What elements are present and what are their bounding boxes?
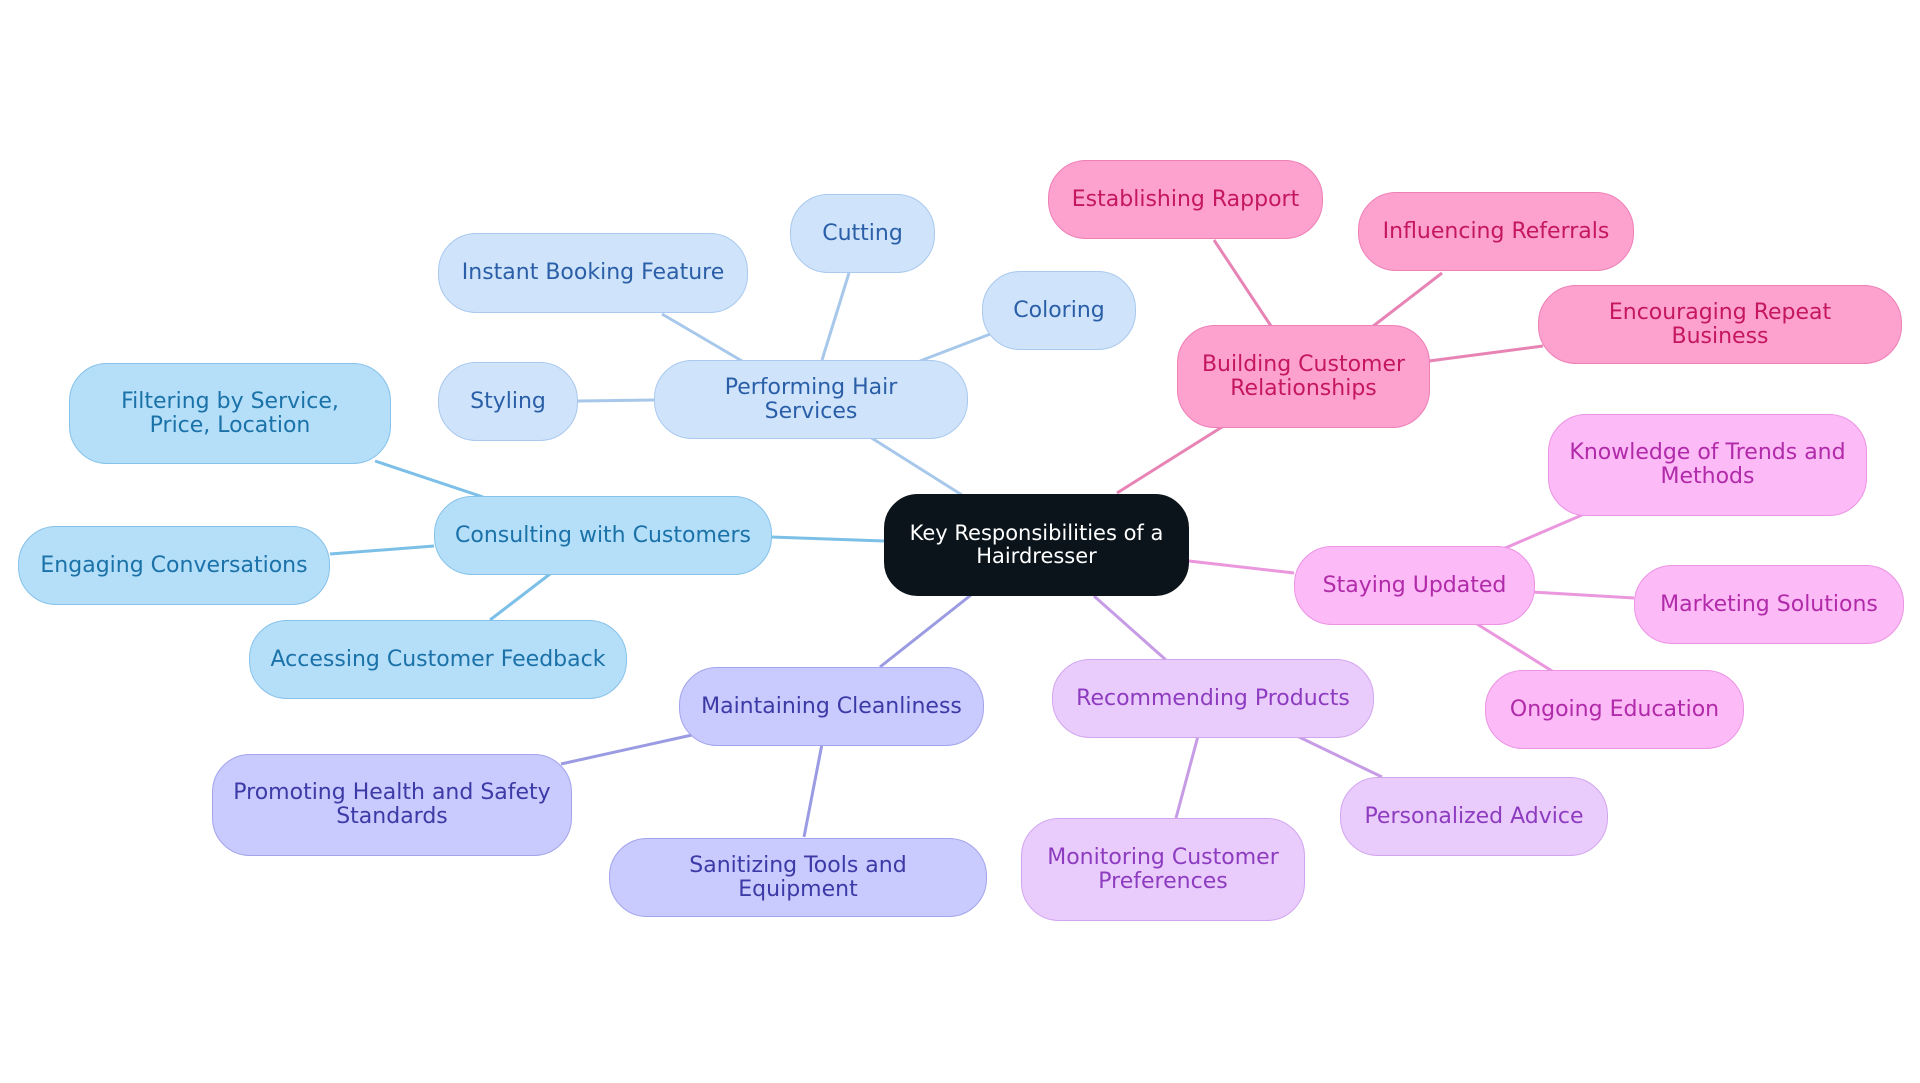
edge-recommending-monitoring [1174,735,1200,819]
edge-cleanliness-sanitizing [802,743,824,838]
leaf-filtering-by-service-price-location[interactable]: Filtering by Service, Price, Location [69,363,391,464]
edge-cleanliness-health-safety [560,733,693,766]
leaf-ongoing-education[interactable]: Ongoing Education [1485,670,1744,749]
leaf-label: Ongoing Education [1509,696,1720,722]
leaf-label: Personalized Advice [1364,803,1584,829]
branch-recommending-products[interactable]: Recommending Products [1052,659,1374,738]
branch-label: Maintaining Cleanliness [701,693,962,719]
leaf-personalized-advice[interactable]: Personalized Advice [1340,777,1608,856]
edge-staying-ongoing [1476,622,1553,673]
leaf-establishing-rapport[interactable]: Establishing Rapport [1048,160,1323,239]
branch-label: Recommending Products [1076,685,1350,711]
edge-consulting-filtering [374,459,484,499]
leaf-marketing-solutions[interactable]: Marketing Solutions [1634,565,1904,644]
leaf-cutting[interactable]: Cutting [790,194,935,273]
leaf-encouraging-repeat-business[interactable]: Encouraging Repeat Business [1538,285,1902,364]
branch-consulting-with-customers[interactable]: Consulting with Customers [434,496,772,575]
leaf-label: Engaging Conversations [40,552,308,578]
edge-performing-coloring [919,331,994,363]
edge-performing-cutting [820,272,851,361]
edge-root-maintaining-cleanliness [879,593,972,669]
edge-consulting-feedback [489,572,551,622]
branch-maintaining-cleanliness[interactable]: Maintaining Cleanliness [679,667,984,746]
branch-label: Performing Hair Services [724,374,898,424]
leaf-sanitizing-tools-and-equipment[interactable]: Sanitizing Tools and Equipment [609,838,987,917]
branch-performing-hair-services[interactable]: Performing Hair Services [654,360,968,439]
branch-label: Building Customer Relationships [1201,351,1406,401]
edge-performing-instant-booking [661,312,743,363]
leaf-label: Promoting Health and Safety Standards [233,780,551,829]
leaf-label: Styling [470,388,546,414]
leaf-monitoring-customer-preferences[interactable]: Monitoring Customer Preferences [1021,818,1305,921]
leaf-instant-booking-feature[interactable]: Instant Booking Feature [438,233,748,313]
leaf-label: Encouraging Repeat Business [1608,299,1832,349]
leaf-promoting-health-and-safety-standards[interactable]: Promoting Health and Safety Standards [212,754,572,856]
branch-label: Consulting with Customers [455,522,751,548]
edge-root-building-customer-relationships [1116,425,1223,495]
edge-building-rapport [1212,239,1273,327]
leaf-influencing-referrals[interactable]: Influencing Referrals [1358,192,1634,271]
edge-root-staying-updated [1188,559,1295,575]
branch-building-customer-relationships[interactable]: Building Customer Relationships [1177,325,1430,428]
leaf-engaging-conversations[interactable]: Engaging Conversations [18,526,330,605]
leaf-label: Sanitizing Tools and Equipment [689,852,907,902]
leaf-label: Knowledge of Trends and Methods [1569,440,1846,489]
edge-staying-knowledge [1502,513,1583,551]
edge-building-referrals [1371,271,1443,329]
edge-consulting-engaging [329,544,435,556]
leaf-label: Cutting [822,220,903,246]
leaf-label: Filtering by Service, Price, Location [121,388,339,438]
leaf-label: Coloring [1013,297,1105,323]
leaf-label: Establishing Rapport [1071,186,1300,212]
edge-building-repeat [1428,344,1544,363]
edge-root-consulting-with-customers [770,535,885,543]
edge-root-performing-hair-services [869,435,963,497]
leaf-accessing-customer-feedback[interactable]: Accessing Customer Feedback [249,620,627,699]
leaf-styling[interactable]: Styling [438,362,578,441]
edge-recommending-personalized [1296,734,1383,779]
leaf-knowledge-of-trends-and-methods[interactable]: Knowledge of Trends and Methods [1548,414,1867,516]
edge-performing-styling [577,398,655,403]
leaf-label: Monitoring Customer Preferences [1047,844,1279,894]
leaf-label: Influencing Referrals [1382,218,1610,244]
branch-staying-updated[interactable]: Staying Updated [1294,546,1535,625]
branch-label: Staying Updated [1322,572,1507,598]
leaf-label: Accessing Customer Feedback [270,646,606,672]
root-label: Key Responsibilities of a Hairdresser [909,521,1164,568]
edge-root-recommending-products [1093,594,1167,662]
leaf-coloring[interactable]: Coloring [982,271,1136,350]
edge-staying-marketing [1531,590,1635,600]
leaf-label: Instant Booking Feature [461,260,725,286]
leaf-label: Marketing Solutions [1660,591,1878,617]
root-node[interactable]: Key Responsibilities of a Hairdresser [884,494,1189,596]
